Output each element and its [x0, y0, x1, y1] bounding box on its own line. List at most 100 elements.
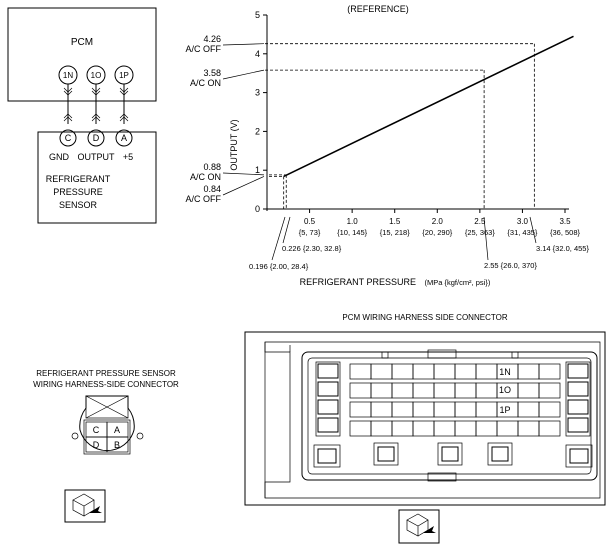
sensor-name-line: PRESSURE — [53, 187, 103, 197]
sensor-connector-cell: C — [93, 425, 100, 435]
sensor-pin-c: C — [59, 129, 77, 147]
connector-pin-cell — [391, 420, 414, 437]
wire-bundle — [63, 84, 129, 124]
connector-pin-cell — [517, 363, 540, 380]
connector-pin-cell — [433, 382, 456, 399]
sensor-pin-function-gnd: GND — [49, 152, 70, 162]
marker-state-label: A/C OFF — [186, 44, 222, 54]
connector-pin-cell — [349, 363, 372, 380]
output-line — [283, 35, 574, 178]
connector-pin-cell — [370, 382, 393, 399]
pin-label-1n: 1N — [499, 367, 511, 377]
y-tick-label: 0 — [255, 204, 260, 214]
chart-ylabel: OUTPUT (V) — [229, 119, 239, 170]
connector-pin-cell — [412, 420, 435, 437]
pin-label-1p: 1P — [499, 405, 510, 415]
large-terminals — [313, 442, 593, 468]
connector-pin-cell — [454, 420, 477, 437]
marker-value-label: 0.88 — [203, 162, 221, 172]
connector-pin-cell — [517, 420, 540, 437]
chart-xlabel: REFRIGERANT PRESSURE (MPa {kgf/cm², psi}… — [300, 272, 491, 289]
y-tick-label: 2 — [255, 126, 260, 136]
connector-pin-cell — [496, 420, 519, 437]
x-tick-sublabel: {36, 508} — [550, 228, 581, 237]
pcm-pin-1p: 1P — [114, 65, 134, 85]
connector-pin-cell — [391, 382, 414, 399]
x-tick-label: 2.0 — [432, 217, 444, 226]
connector-pin-cell — [538, 382, 561, 399]
connector-pin-cell — [391, 363, 414, 380]
sensor-connector-cell: A — [114, 425, 120, 435]
x-tick-label: 3.5 — [559, 217, 571, 226]
pcm-pin-1n: 1N — [58, 65, 78, 85]
marker-value-label: 4.26 — [203, 34, 221, 44]
pcm-pin-1o: 1O — [86, 65, 106, 85]
x-tick-sublabel: {20, 290} — [422, 228, 453, 237]
x-tick-sublabel: {5, 73} — [299, 228, 321, 237]
connector-pin-cell — [370, 420, 393, 437]
sensor-name-line: REFRIGERANT — [46, 174, 111, 184]
connector-pin-cell — [349, 420, 372, 437]
sensor-connector-cell: D — [93, 440, 100, 450]
chart-xlabel-main: REFRIGERANT PRESSURE — [300, 277, 416, 287]
pcm-connector-title: PCM WIRING HARNESS SIDE CONNECTOR — [342, 313, 507, 322]
pcm-pin-label: 1O — [91, 71, 102, 80]
x-marker-leader — [483, 216, 489, 261]
connector-pin-cell — [475, 382, 498, 399]
sensor-pin-d: D — [87, 129, 105, 147]
marker-leader — [222, 172, 265, 176]
x-tick-label: 3.0 — [517, 217, 529, 226]
connector-pin-cell — [433, 420, 456, 437]
x-tick-sublabel: {31, 435} — [507, 228, 538, 237]
connector-pin-cell — [349, 401, 372, 418]
sensor-connector-title: WIRING HARNESS-SIDE CONNECTOR — [33, 380, 179, 389]
x-tick-label: 0.5 — [304, 217, 316, 226]
connector-pin-cell — [370, 401, 393, 418]
connector-pin-cell — [475, 363, 498, 380]
marker-state-label: A/C OFF — [186, 194, 222, 204]
y-tick-label: 4 — [255, 49, 260, 59]
connector-pin-cell — [433, 363, 456, 380]
y-tick-label: 5 — [255, 10, 260, 20]
x-marker-leader — [529, 216, 537, 244]
connector-pin-cell — [454, 382, 477, 399]
connector-pin-cell — [349, 382, 372, 399]
x-marker-leader — [271, 216, 286, 261]
connector-pin-cell — [517, 382, 540, 399]
pcm-pin-label: 1P — [119, 71, 129, 80]
sensor-pin-a: A — [115, 129, 133, 147]
connector-pin-cell — [391, 401, 414, 418]
x-marker-label: 2.55 {26.0, 370} — [484, 261, 537, 270]
sensor-pin-function-output: OUTPUT — [78, 152, 116, 162]
connector-pin-cell — [475, 401, 498, 418]
sensor-block — [37, 131, 157, 224]
marker-leader — [222, 69, 265, 80]
sensor-connector: REFRIGERANT PRESSURE SENSOR WIRING HARNE… — [33, 369, 179, 523]
pcm-block: PCM — [7, 7, 157, 102]
connector-pin-cell — [454, 401, 477, 418]
x-marker-label: 3.14 {32.0, 455} — [536, 244, 589, 253]
connector-pin-cell — [517, 401, 540, 418]
connector-pin-cell — [412, 363, 435, 380]
pin-column-left — [315, 361, 341, 437]
connector-pin-cell — [538, 420, 561, 437]
x-marker-label: 0.196 {2.00, 28.4} — [249, 262, 309, 271]
sensor-pin-label: C — [65, 133, 72, 143]
connector-pin-cell — [475, 420, 498, 437]
x-marker-label: 0.226 {2.30, 32.8} — [282, 244, 342, 253]
connector-pin-cell — [538, 401, 561, 418]
marker-value-label: 3.58 — [203, 68, 221, 78]
pin-column-right — [565, 361, 591, 437]
connector-pin-cell — [433, 401, 456, 418]
pin-label-1o: 1O — [499, 385, 511, 395]
marker-value-label: 0.84 — [203, 184, 221, 194]
connector-pin-cell — [370, 363, 393, 380]
x-tick-sublabel: {10, 145} — [337, 228, 368, 237]
pcm-connector: PCM WIRING HARNESS SIDE CONNECTOR 1N 1O — [244, 313, 606, 544]
pcm-pin-label: 1N — [63, 71, 73, 80]
sensor-pin-label: D — [93, 133, 100, 143]
pin-grid — [349, 363, 561, 437]
connector-pin-cell — [454, 363, 477, 380]
chart-title: (REFERENCE) — [347, 4, 409, 14]
